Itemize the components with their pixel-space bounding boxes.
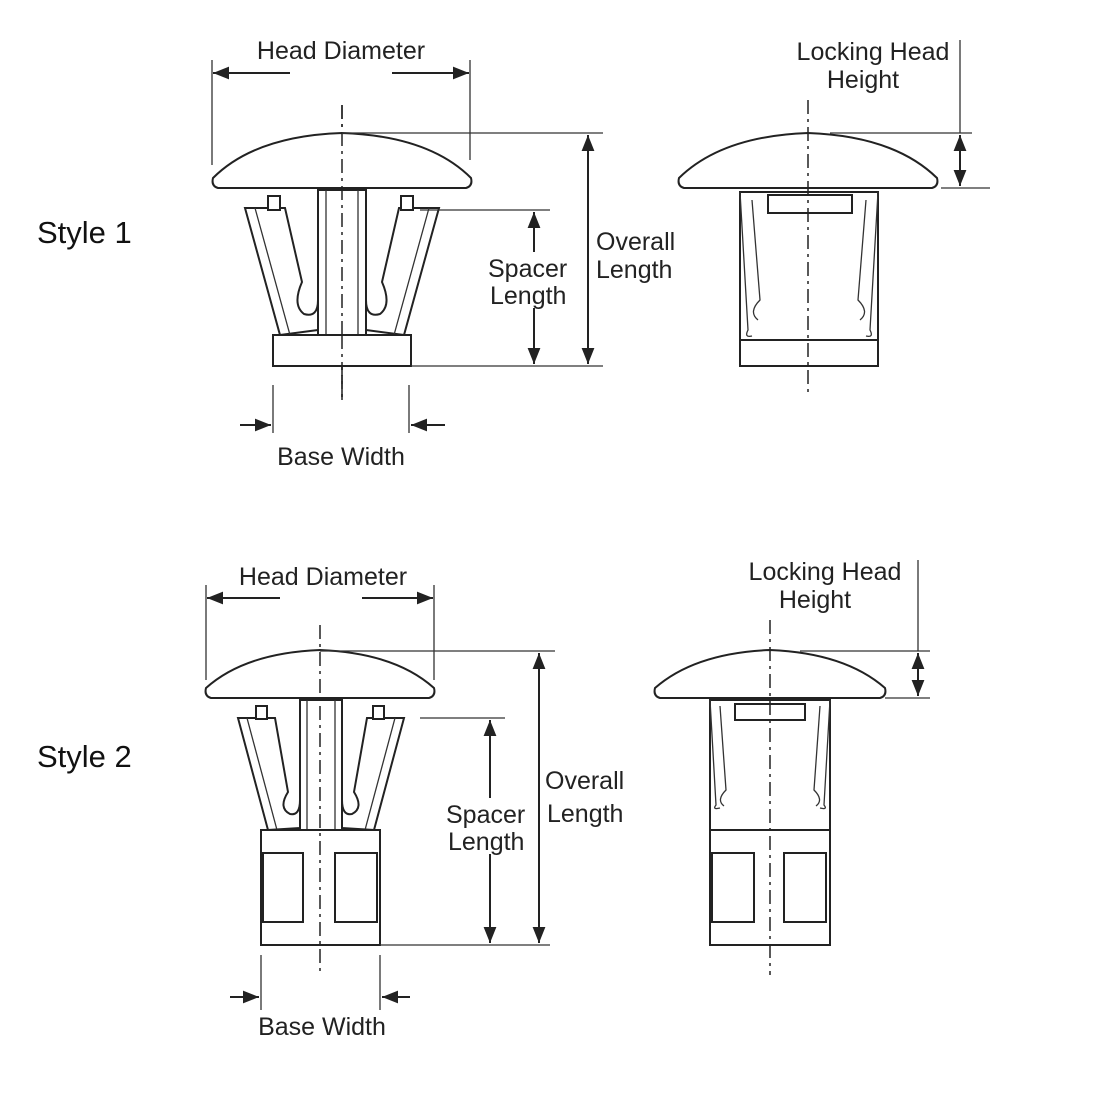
base-window — [711, 852, 755, 923]
tab — [400, 195, 414, 211]
style-1-side-view — [211, 105, 473, 400]
base-window — [262, 852, 304, 923]
base-window — [334, 852, 378, 923]
base-width-label: Base Width — [258, 1013, 386, 1041]
overall-length-label-2: Length — [596, 256, 672, 284]
spacer-length-label-2: Length — [490, 282, 566, 310]
tab — [267, 195, 281, 211]
style-2-side-view — [204, 625, 436, 975]
style-2-front-view — [653, 620, 887, 975]
base-width-label: Base Width — [277, 443, 405, 471]
style-2-base-width-dimension: Base Width — [230, 955, 410, 1041]
overall-length-label-1: Overall — [545, 767, 624, 795]
left-leg — [243, 207, 319, 337]
spacer-length-label-2: Length — [448, 828, 524, 856]
locking-head-label-1: Locking Head — [749, 558, 902, 586]
locking-insert — [767, 194, 853, 214]
body — [739, 191, 879, 341]
overall-length-label-1: Overall — [596, 228, 675, 256]
left-leg — [236, 717, 301, 832]
head-diameter-label: Head Diameter — [257, 37, 425, 65]
style-1-base-width-dimension: Base Width — [240, 385, 445, 471]
style-1-overall-length-dimension: Overall Length — [342, 132, 675, 367]
right-leg — [341, 717, 406, 832]
style-2-head-diameter-dimension: Head Diameter — [205, 563, 435, 680]
spacer-length-label-1: Spacer — [446, 801, 525, 829]
style-1-head-diameter-dimension: Head Diameter — [211, 37, 471, 165]
style-2-label: Style 2 — [37, 739, 132, 774]
style-1-locking-head-height-dimension: Locking Head Height — [797, 38, 990, 189]
overall-length-label-2: Length — [547, 800, 623, 828]
center-shaft — [299, 699, 343, 831]
head-diameter-label: Head Diameter — [239, 563, 407, 591]
tab — [372, 705, 385, 720]
style-1-spacer-length-dimension: Spacer Length — [420, 209, 576, 364]
style-2-locking-head-height-dimension: Locking Head Height — [749, 558, 930, 699]
tab — [255, 705, 268, 720]
style-1-label: Style 1 — [37, 215, 132, 250]
style-1-front-view — [677, 100, 939, 395]
spacer-length-label-1: Spacer — [488, 255, 567, 283]
right-leg — [365, 207, 441, 337]
locking-head-label-2: Height — [779, 586, 851, 614]
locking-head-label-2: Height — [827, 66, 899, 94]
style-2-spacer-length-dimension: Spacer Length — [420, 717, 534, 943]
style-2-overall-length-dimension: Overall Length — [320, 650, 633, 946]
locking-head-label-1: Locking Head — [797, 38, 950, 66]
base — [739, 339, 879, 367]
base-window — [783, 852, 827, 923]
